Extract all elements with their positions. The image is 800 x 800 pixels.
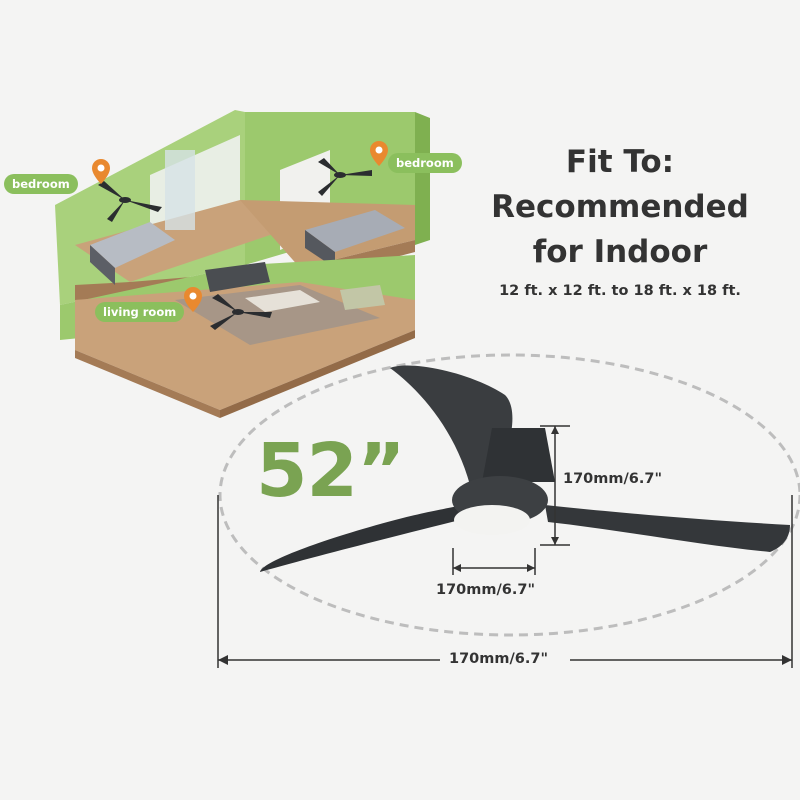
right-floor-edge bbox=[220, 330, 415, 418]
fan-size-label: 52” bbox=[256, 428, 406, 514]
headline-line-2: Recommended bbox=[491, 189, 749, 225]
living-rug bbox=[175, 285, 380, 345]
right-bed bbox=[305, 210, 405, 252]
room-label-bedroom-right: bedroom bbox=[388, 153, 462, 173]
room-size-range: 12 ft. x 12 ft. to 18 ft. x 18 ft. bbox=[499, 283, 741, 299]
left-bed-side bbox=[90, 245, 115, 285]
width-dimension-label: 170mm/6.7" bbox=[436, 582, 536, 598]
headline-line-1: Fit To: bbox=[565, 144, 675, 180]
armchair bbox=[340, 285, 385, 310]
location-pin-icon bbox=[92, 159, 110, 184]
fan-blade-left bbox=[260, 505, 462, 572]
blade-span-ellipse bbox=[218, 353, 800, 637]
fan-blade-right bbox=[545, 505, 790, 552]
span-dimension-label: 170mm/6.7" bbox=[449, 651, 549, 667]
ceiling-fan-icon bbox=[98, 181, 162, 222]
room-label-living-room: living room bbox=[95, 302, 185, 322]
living-room-label: living room bbox=[95, 302, 185, 322]
left-bed bbox=[90, 222, 175, 268]
fan-blade-top bbox=[390, 365, 513, 485]
headline-line-3: for Indoor bbox=[532, 234, 708, 270]
headline: Fit To: Recommended for Indoor bbox=[455, 140, 785, 275]
ceiling-fan-icon bbox=[318, 158, 372, 196]
bathroom-glass bbox=[165, 150, 195, 230]
upper-floor-left bbox=[75, 200, 300, 282]
bedroom-left-label: bedroom bbox=[4, 174, 78, 194]
location-pin-icon bbox=[184, 287, 202, 312]
height-dimension-label: 170mm/6.7" bbox=[563, 471, 663, 487]
right-bed-side bbox=[305, 230, 335, 268]
room-label-bedroom-left: bedroom bbox=[4, 174, 78, 194]
coffee-table bbox=[245, 290, 320, 312]
ceiling-fan-icon bbox=[210, 294, 272, 330]
sofa bbox=[205, 262, 270, 292]
fan-light-panel bbox=[454, 505, 530, 535]
right-wall-edge bbox=[415, 112, 430, 245]
bedroom-right-label: bedroom bbox=[388, 153, 462, 173]
fan-diagram bbox=[217, 353, 800, 668]
front-floor-edge bbox=[75, 350, 220, 418]
fan-canopy bbox=[482, 428, 555, 482]
location-pin-icon bbox=[370, 141, 388, 166]
